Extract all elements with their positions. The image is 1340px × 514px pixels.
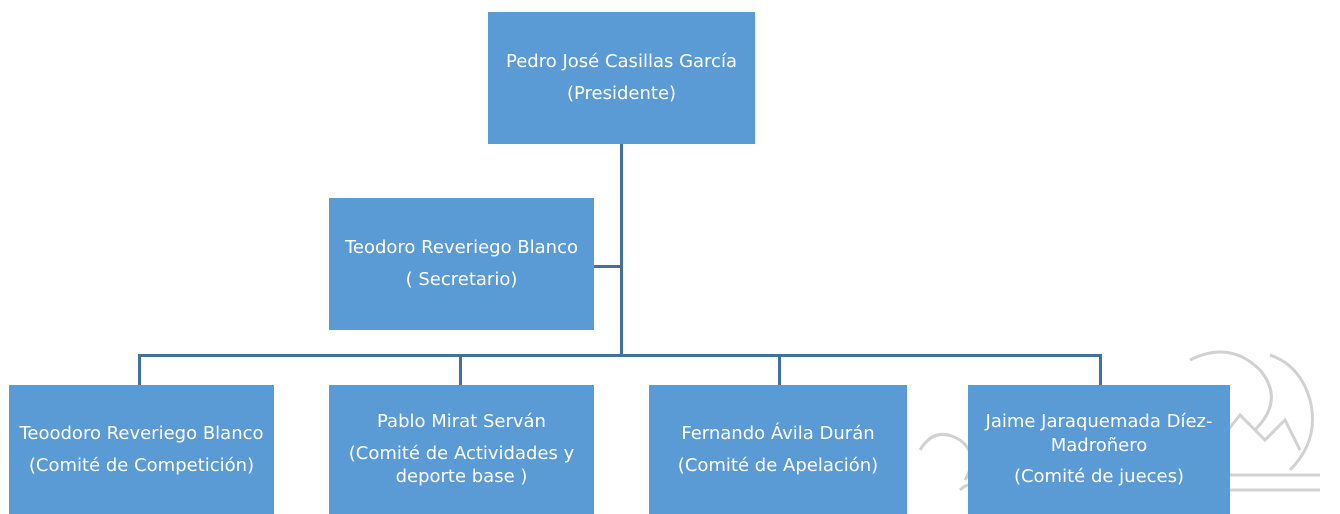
president-name: Pedro José Casillas García [506,51,737,73]
committee-appeal-name: Fernando Ávila Durán [681,422,875,444]
committee-competition-role: (Comité de Competición) [28,454,255,476]
president-role: (Presidente) [566,83,677,104]
committee-judges-role: (Comité de jueces) [1013,466,1185,488]
committee-activities-name: Pablo Mirat Serván [377,410,546,432]
committee-appeal-box: Fernando Ávila Durán (Comité de Apelació… [649,385,907,514]
secretary-connector [594,265,622,268]
committee-judges-box: Jaime Jaraquemada Díez- Madroñero (Comit… [968,385,1230,514]
secretary-role: ( Secretario) [405,269,518,290]
committee-activities-role: (Comité de Actividades y deporte base ) [348,442,575,488]
committee-competition-box: Teoodoro Reveriego Blanco (Comité de Com… [9,385,274,514]
secretary-name: Teodoro Reveriego Blanco [344,237,579,259]
committee-competition-name: Teoodoro Reveriego Blanco [19,422,264,444]
committee-2-connector [459,354,462,385]
committee-activities-box: Pablo Mirat Serván (Comité de Actividade… [329,385,594,514]
committee-3-connector [778,354,781,385]
committee-appeal-role: (Comité de Apelación) [677,454,879,476]
committee-1-connector [138,354,141,385]
committee-4-connector [1099,354,1102,385]
secretary-box: Teodoro Reveriego Blanco ( Secretario) [329,198,594,330]
president-vertical-connector [620,144,623,356]
committees-horizontal-connector [138,354,1102,357]
president-box: Pedro José Casillas García (Presidente) [488,12,755,144]
committee-judges-name: Jaime Jaraquemada Díez- Madroñero [985,410,1213,456]
